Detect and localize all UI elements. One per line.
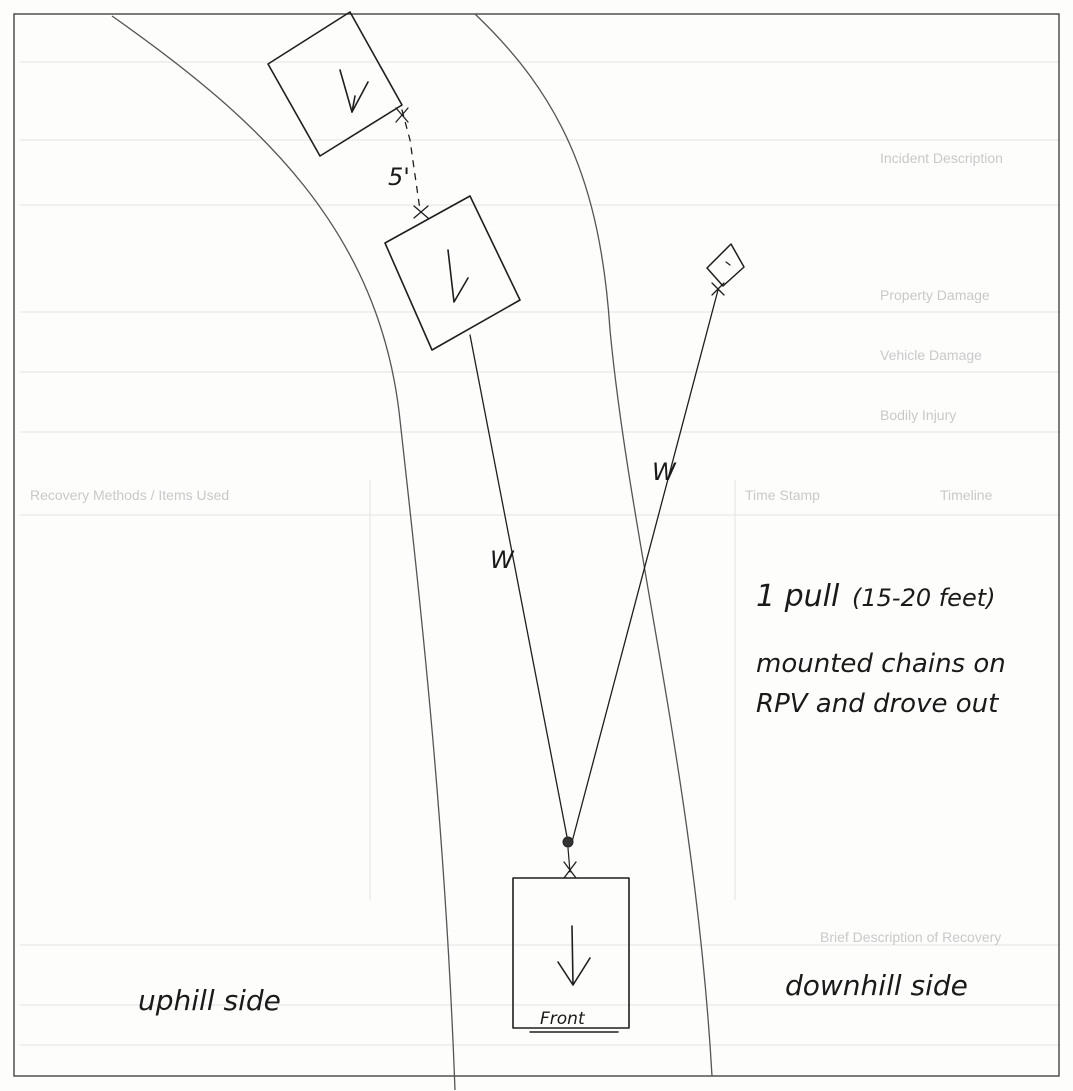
spacing-label: 5' xyxy=(388,163,410,191)
handwritten-notes: 1 pull (15-20 feet) mounted chains on RP… xyxy=(138,579,1006,1017)
action-note-line1: mounted chains on xyxy=(756,649,1006,679)
front-label: Front xyxy=(540,1009,586,1029)
action-note-line2: RPV and drove out xyxy=(756,689,999,719)
pull-count-note: 1 pull xyxy=(756,579,840,614)
chain-spacing: 5' xyxy=(388,107,429,219)
ghost-property-damage: Property Damage xyxy=(880,287,990,303)
ghost-vehicle-damage: Vehicle Damage xyxy=(880,347,982,363)
snatch-block xyxy=(562,836,574,848)
ghost-bodily-injury: Bodily Injury xyxy=(880,407,956,423)
ghost-incident-description: Incident Description xyxy=(880,150,1003,166)
winch-line-left-label: W xyxy=(490,546,515,574)
road-edge-uphill xyxy=(111,15,456,1091)
pull-range-note: (15-20 feet) xyxy=(852,584,995,612)
winch-lines: W W xyxy=(469,289,719,879)
recovery-vehicle: Front xyxy=(512,877,630,1033)
road-edge-downhill xyxy=(474,13,713,1077)
page-border xyxy=(13,13,1060,1077)
second-vehicle xyxy=(384,195,521,351)
winch-line-right-label: W xyxy=(652,458,677,486)
bleed-through-form: Incident Description Property Damage Veh… xyxy=(20,61,1060,1046)
downhill-side-label: downhill side xyxy=(785,969,968,1002)
uphill-side-label: uphill side xyxy=(138,984,281,1017)
stuck-vehicle-top xyxy=(267,11,403,157)
anchor-point xyxy=(706,243,745,296)
ghost-timeline: Timeline xyxy=(940,487,993,503)
ghost-recovery-methods: Recovery Methods / Items Used xyxy=(30,487,229,503)
ghost-brief-description: Brief Description of Recovery xyxy=(820,929,1001,945)
direction-arrow-icon xyxy=(339,69,369,113)
ghost-time-stamp: Time Stamp xyxy=(745,487,820,503)
